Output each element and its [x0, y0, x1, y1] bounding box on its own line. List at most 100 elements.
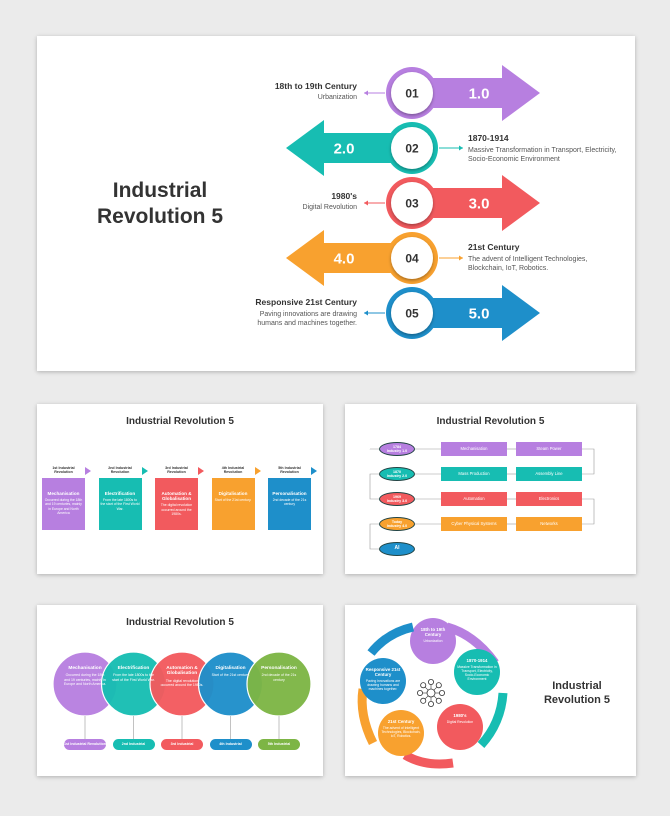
slide-2-chevron-icon-5: [311, 467, 317, 475]
slide-3-box1-4: Cyber Physical Systems: [441, 517, 507, 531]
slide-4-circle-desc-4: Start of the 21st century.: [211, 673, 250, 678]
slide-2-tab-label-4: 4th Industrial Revolution: [221, 466, 245, 475]
slide-5-circle-4: [378, 710, 424, 756]
slide-2-tab-2: 2nd Industrial Revolution: [97, 466, 150, 477]
slide-5-circle-1: [410, 618, 456, 664]
main-title-line1: Industrial: [112, 179, 208, 202]
step-5-number: 05: [405, 307, 419, 321]
slide-4-circle-heading-4: Digitalisation: [215, 666, 246, 671]
slide-5-circle-heading-5: Responsive 21st Century: [365, 667, 401, 677]
step-4-badge: [391, 237, 433, 279]
slide-5-circle-heading-4: 21st Century: [387, 719, 415, 724]
network-icon: [417, 679, 446, 708]
slide-3-title: Industrial Revolution 5: [436, 416, 545, 427]
slide-5-circle-desc-3: Digital Revolution: [446, 719, 474, 724]
slide-2-tab-label-5: 5th Industrial Revolution: [278, 466, 301, 475]
step-2-number: 02: [405, 142, 419, 156]
step-4-arrow: [286, 230, 412, 286]
slide-4-circle-heading-5: Personalisation: [261, 666, 297, 671]
step-2-text: 1870-1914 Massive Transformation in Tran…: [468, 133, 618, 164]
slide-2-tab-3: 3rd Industrial Revolution: [153, 466, 206, 477]
slide-2-tab-label-1: 1st Industrial Revolution: [52, 466, 75, 475]
slide-2-card-heading-1: Mechanisation: [47, 491, 80, 496]
step-5-version: 5.0: [469, 306, 490, 323]
step-4-heading: 21st Century: [468, 242, 520, 252]
slide-2-chevron-icon-3: [198, 467, 204, 475]
slide-5-circle-desc-4: The advent of Intelligent Technologies, …: [381, 725, 421, 738]
slide-3-oval-year-2: 1870: [393, 470, 401, 474]
slide-3-box2-3: Electronics: [516, 492, 582, 506]
slide-2-chevron-icon-4: [254, 467, 261, 475]
slide-2-card-text-4: Start of the 21st century.: [214, 498, 252, 503]
slide-2-chevron-icon-2: [141, 467, 148, 475]
main-title-line2: Revolution 5: [96, 205, 223, 228]
step-1-version: 1.0: [469, 86, 490, 103]
slide-5-circle-3: [437, 704, 483, 750]
slide-3-oval-year-3: 1969: [393, 495, 401, 499]
slide-2-card-heading-5: Personalisation: [272, 491, 307, 496]
step-4-number: 04: [405, 252, 419, 266]
step-2-heading: 1870-1914: [468, 133, 509, 143]
slide-5-arc-4: [357, 688, 378, 746]
slide-5-title-line1: Industrial: [552, 680, 602, 692]
slide-3-oval-year-4: Today: [391, 520, 403, 524]
slide-5-title-line2: Revolution 5: [543, 694, 610, 706]
step-3-number: 03: [405, 197, 419, 211]
slide-5[interactable]: Industrial Revolution 5 18th to 19th Cen…: [345, 605, 636, 776]
slide-4-tab-4: 4th Industrial Revolution: [209, 739, 252, 757]
slide-4-tab-1: 1st Industrial Revolution: [64, 739, 106, 750]
step-5-desc: Paving innovations are drawing humans an…: [257, 311, 357, 327]
slide-5-circle-5: [360, 658, 406, 704]
slide-3-oval-label-4: Industry 4.0: [386, 524, 408, 528]
slide-2-chevron-icon-1: [85, 467, 91, 475]
step-2-badge: [391, 127, 433, 169]
slide-4-circle-desc-1: Occurred during the 18th and 19 centurie…: [63, 673, 107, 686]
slide-5-circle-desc-5: Paving innovations are drawing humans an…: [365, 678, 401, 691]
slide-2[interactable]: Industrial Revolution 5 1st Industrial R…: [37, 404, 323, 574]
slide-5-circle-heading-2: 1870-1914: [466, 658, 488, 663]
slide-3-box2-4: Networks: [516, 517, 582, 531]
slide-5-title: Industrial Revolution 5: [527, 679, 627, 707]
slide-3-oval-label-5: AI: [394, 545, 400, 551]
slide-2-tab-4: 4th Industrial Revolution: [210, 466, 263, 477]
slide-3-box2-2: Assembly Line: [516, 467, 582, 481]
slide-5-arc-3: [402, 751, 454, 769]
slide-4-tab-5: 5th Industrial Revolution: [258, 739, 300, 757]
slide-2-tab-1: 1st Industrial Revolution: [40, 466, 93, 477]
slide-5-circle-desc-1: Urbanization: [423, 638, 443, 643]
step-3-desc: Digital Revolution: [302, 204, 357, 211]
slide-2-card-heading-3: Automation & Globalisation: [161, 491, 192, 502]
step-3-badge: [391, 182, 433, 224]
slide-3-oval-label-1: Industry 1.0: [386, 449, 408, 453]
step-1-heading: 18th to 19th Century: [274, 81, 357, 91]
slide-2-tab-5: 5th Industrial Revolution: [266, 466, 319, 477]
slide-5-cycle: [357, 618, 508, 769]
slide-5-circle-desc-2: Massive Transformation in Transport, Ele…: [457, 664, 497, 681]
slide-4-tab-3: 3rd Industrial Revolution: [161, 739, 203, 757]
slide-4-circle-5: [246, 651, 312, 717]
step-1-badge: [391, 72, 433, 114]
step-1-number: 01: [405, 87, 419, 101]
slide-5-arc-5: [367, 622, 415, 656]
slide-3-oval-5: AI: [379, 542, 415, 556]
slide-3-box1-2: Mass Production: [441, 467, 507, 481]
step-1-text: 18th to 19th Century Urbanization: [177, 81, 357, 101]
step-1-arrow: [412, 65, 540, 121]
main-title: Industrial Revolution 5: [55, 178, 265, 230]
step-5-badge: [391, 292, 433, 334]
slide-4-circle-heading-3: Automation & Globalisation: [166, 666, 198, 677]
slide-3-box2-1: Steam Power: [516, 442, 582, 456]
